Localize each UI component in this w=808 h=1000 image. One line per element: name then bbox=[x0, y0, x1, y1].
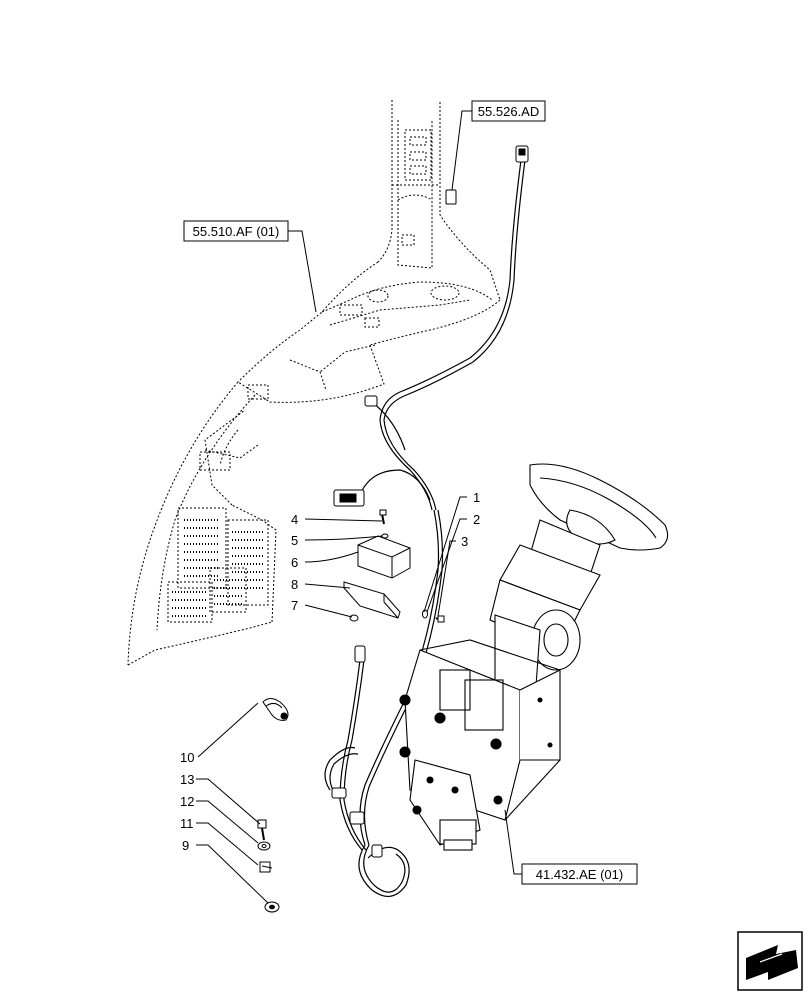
callout-11: 11 bbox=[180, 816, 194, 831]
reference-leaders bbox=[288, 110, 522, 875]
dashboard-console bbox=[127, 100, 501, 666]
next-page-arrow-icon[interactable] bbox=[737, 931, 803, 991]
callout-12: 12 bbox=[180, 794, 194, 809]
callout-8: 8 bbox=[291, 577, 298, 592]
reference-box-left[interactable]: 55.510.AF (01) bbox=[183, 220, 289, 242]
reference-box-bottom[interactable]: 41.432.AE (01) bbox=[521, 863, 638, 885]
callout-3: 3 bbox=[461, 534, 468, 549]
harness-connectors bbox=[331, 145, 529, 858]
callout-9: 9 bbox=[182, 838, 189, 853]
fuse-relay-panel bbox=[167, 507, 269, 623]
callout-10: 10 bbox=[180, 750, 194, 765]
callout-7: 7 bbox=[291, 598, 298, 613]
callout-4: 4 bbox=[291, 512, 298, 527]
loose-hardware bbox=[257, 698, 289, 913]
steering-column-assembly bbox=[399, 463, 669, 851]
callout-1: 1 bbox=[473, 490, 480, 505]
reference-label: 41.432.AE (01) bbox=[536, 867, 623, 882]
callout-5: 5 bbox=[291, 533, 298, 548]
callout-numbers: 1 2 3 4 5 6 7 8 9 10 11 12 13 bbox=[180, 490, 480, 853]
callout-6: 6 bbox=[291, 555, 298, 570]
callout-leaders bbox=[196, 496, 467, 904]
callout-13: 13 bbox=[180, 772, 194, 787]
reference-label: 55.526.AD bbox=[478, 104, 539, 119]
reference-box-top[interactable]: 55.526.AD bbox=[471, 100, 546, 122]
small-parts bbox=[343, 509, 445, 623]
reference-label: 55.510.AF (01) bbox=[193, 224, 280, 239]
callout-2: 2 bbox=[473, 512, 480, 527]
